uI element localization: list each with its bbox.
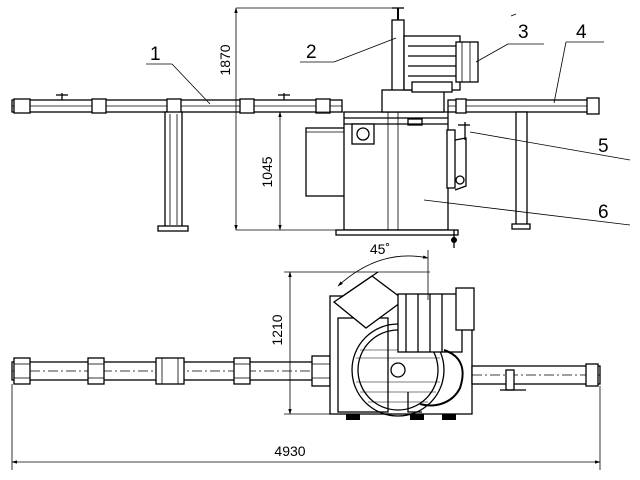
plan-left-conveyor: [11, 355, 333, 387]
right-roller-conveyor: [447, 97, 600, 230]
callout-6: 6: [598, 202, 609, 223]
left-roller-conveyor: [11, 93, 343, 232]
dimension-4930: 4930: [11, 384, 601, 470]
dimension-1045: 1045: [259, 111, 345, 231]
callout-1: 1: [150, 44, 161, 65]
plan-view: 45˚ 1210 4930: [11, 241, 601, 470]
callouts: 1 2 3 4 5 6: [146, 13, 631, 226]
control-unit: [446, 122, 470, 191]
dimension-1870: 1870: [217, 7, 400, 231]
dimension-4930-label: 4930: [274, 443, 305, 459]
machine-cabinet: [305, 111, 459, 248]
dimension-1210: 1210: [269, 271, 430, 415]
angle-dimension: 45˚: [337, 241, 429, 300]
plan-machine-body: [329, 271, 475, 420]
callout-4: 4: [576, 22, 587, 43]
dimension-1045-label: 1045: [259, 156, 275, 187]
saw-head-assembly: [381, 7, 479, 113]
callout-5: 5: [598, 136, 609, 157]
callout-2: 2: [306, 42, 317, 63]
angle-dimension-label: 45˚: [370, 241, 390, 257]
plan-right-conveyor: [471, 363, 601, 391]
dimension-1210-label: 1210: [269, 314, 285, 345]
side-view: 1870 1045 1 2 3 4 5 6: [11, 7, 631, 248]
callout-3: 3: [518, 22, 529, 43]
dimension-1870-label: 1870: [217, 44, 233, 75]
